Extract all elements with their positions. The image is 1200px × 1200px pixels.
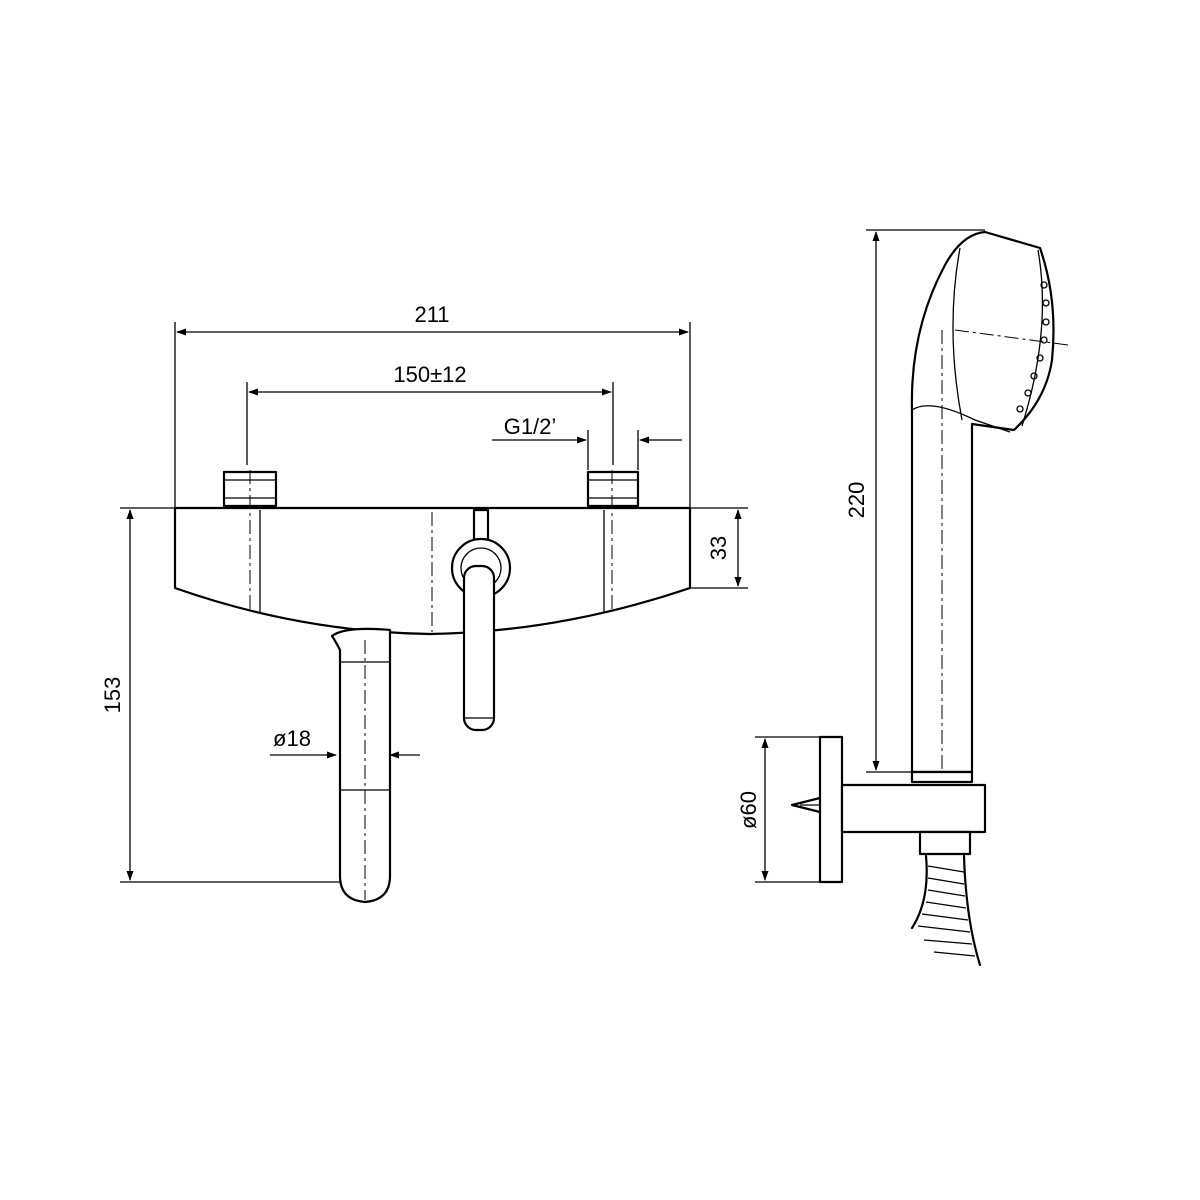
dim-text-thread: G1/2’ — [504, 414, 557, 439]
wall-screw — [790, 796, 822, 814]
handshower-side-view: 220 ø60 — [736, 229, 1069, 967]
dim-text-spout-diameter: ø18 — [273, 726, 311, 751]
handshower-handle — [910, 230, 1055, 774]
dim-text-inlet-spacing: 150±12 — [393, 362, 466, 387]
shower-hose — [910, 854, 982, 967]
handshower-head-seam — [911, 405, 1011, 433]
wall-flange — [818, 735, 844, 884]
dim-text-body-height: 33 — [706, 536, 731, 560]
dim-text-overall-width: 211 — [414, 302, 449, 327]
handshower-connector — [910, 770, 974, 784]
bracket-arm — [840, 783, 987, 834]
spray-nozzles — [1016, 281, 1050, 413]
spout — [330, 627, 392, 904]
dim-text-total-height: 153 — [100, 677, 125, 714]
mixer-front-view: 211 150±12 G1/2’ 33 153 ø18 — [100, 302, 748, 904]
hose-nut — [918, 830, 972, 856]
handshower-face — [1021, 249, 1044, 427]
dim-text-bracket-diameter: ø60 — [736, 791, 761, 829]
dim-text-shower-length: 220 — [844, 482, 869, 519]
inlet-nut-right — [586, 470, 640, 508]
lever-handle — [450, 508, 512, 732]
handshower-head-edge — [952, 247, 963, 421]
centerline-head — [954, 329, 1069, 346]
